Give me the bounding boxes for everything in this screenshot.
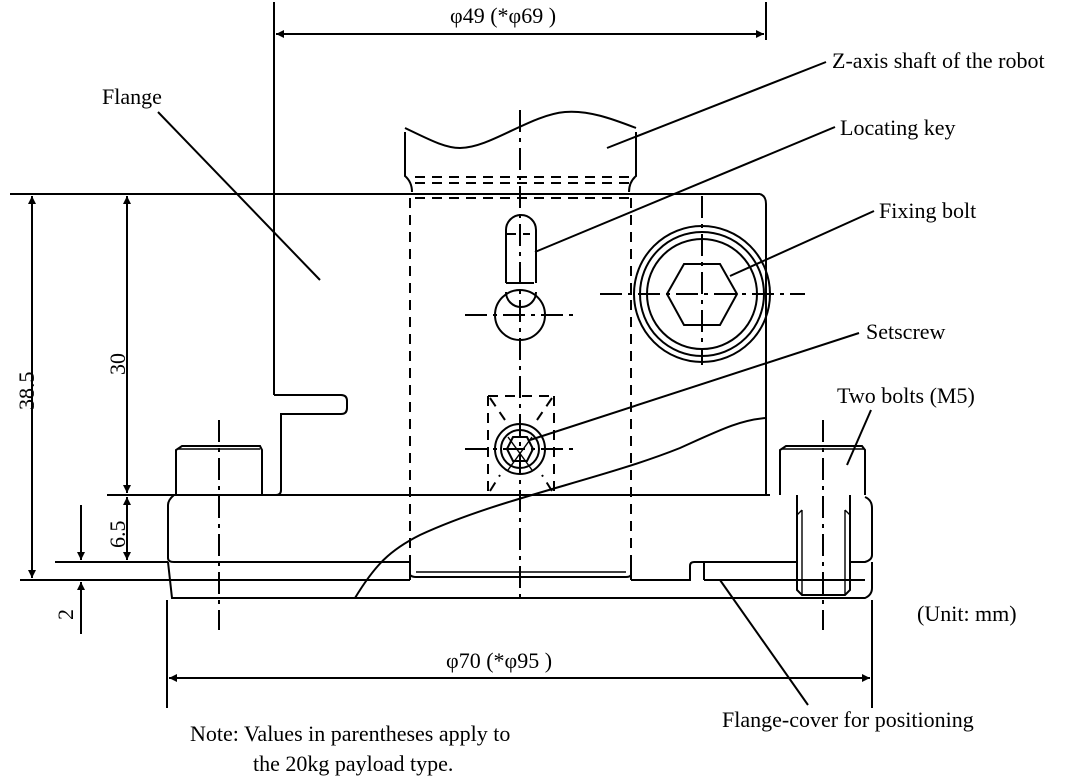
leader-two-bolts: [846, 409, 872, 466]
label-fixing-bolt: Fixing bolt: [879, 198, 976, 223]
bore-groove: [409, 562, 632, 578]
note-line-1: Note: Values in parentheses apply to: [190, 721, 510, 746]
right-bolt-thread: [796, 509, 851, 595]
label-locating-key: Locating key: [840, 115, 955, 140]
setscrew-hidden-chamfer: [489, 397, 506, 421]
label-flange-cover: Flange-cover for positioning: [722, 707, 974, 732]
dim-6-5-text: 6.5: [105, 521, 130, 549]
flange-right-edge: [759, 193, 767, 495]
top-diameter-text: φ49 (*φ69 ): [450, 3, 556, 28]
label-unit: (Unit: mm): [917, 601, 1017, 626]
base-plate: [167, 417, 873, 599]
cover-notch: [631, 561, 705, 581]
flange-body: [10, 193, 770, 580]
bottom-diameter-dimension: φ70 (*φ95 ): [166, 600, 873, 708]
label-flange: Flange: [102, 84, 162, 109]
shaft-left-edge: [404, 132, 413, 193]
leader-setscrew: [529, 332, 860, 441]
top-diameter-dimension: φ49 (*φ69 ): [273, 2, 767, 395]
right-bolt-shank: [796, 495, 851, 596]
bottom-diameter-text: φ70 (*φ95 ): [446, 648, 552, 673]
hex-socket-icon: [665, 263, 739, 326]
setscrew-hidden-chamfer: [536, 397, 553, 421]
setscrew-hatch: [507, 436, 533, 471]
setscrew-inner: [500, 429, 540, 469]
cover-bottom: [167, 561, 873, 599]
leader-lines: [157, 61, 875, 706]
dim-38-5-text: 38.5: [14, 372, 39, 411]
leader-flange: [157, 111, 321, 281]
setscrew-hidden-outline: [487, 395, 555, 493]
leader-flange-cover: [719, 579, 809, 706]
base-right: [850, 496, 873, 563]
leader-z-axis-shaft: [606, 61, 827, 149]
leader-fixing-bolt: [729, 210, 875, 277]
shaft-break-line: [404, 110, 637, 150]
base-left: [167, 494, 410, 563]
locating-key: [465, 214, 578, 341]
left-bolt: [175, 420, 263, 630]
fixing-bolt: [600, 196, 805, 365]
note-line-2: the 20kg payload type.: [253, 751, 453, 776]
vertical-dimensions: 38.5 30 6.5 2: [14, 196, 176, 634]
label-setscrew: Setscrew: [866, 319, 946, 344]
right-bolt-head: [779, 445, 866, 495]
setscrew-hidden-chamfer: [541, 474, 553, 492]
flange-step: [274, 394, 348, 496]
dim-30-text: 30: [105, 353, 130, 375]
z-axis-shaft: [404, 110, 637, 199]
left-bolt-head: [175, 445, 263, 495]
callout-labels: Flange Z-axis shaft of the robot Locatin…: [102, 48, 1045, 776]
break-line: [354, 417, 767, 599]
setscrew-hidden-chamfer: [489, 474, 501, 492]
dim-2-text: 2: [53, 609, 78, 620]
label-two-bolts: Two bolts (M5): [837, 383, 975, 408]
shaft-right-edge: [628, 132, 637, 193]
label-z-axis-shaft: Z-axis shaft of the robot: [832, 48, 1045, 73]
right-bolt: [779, 420, 866, 630]
setscrew: [465, 395, 578, 493]
leader-locating-key: [534, 126, 836, 253]
